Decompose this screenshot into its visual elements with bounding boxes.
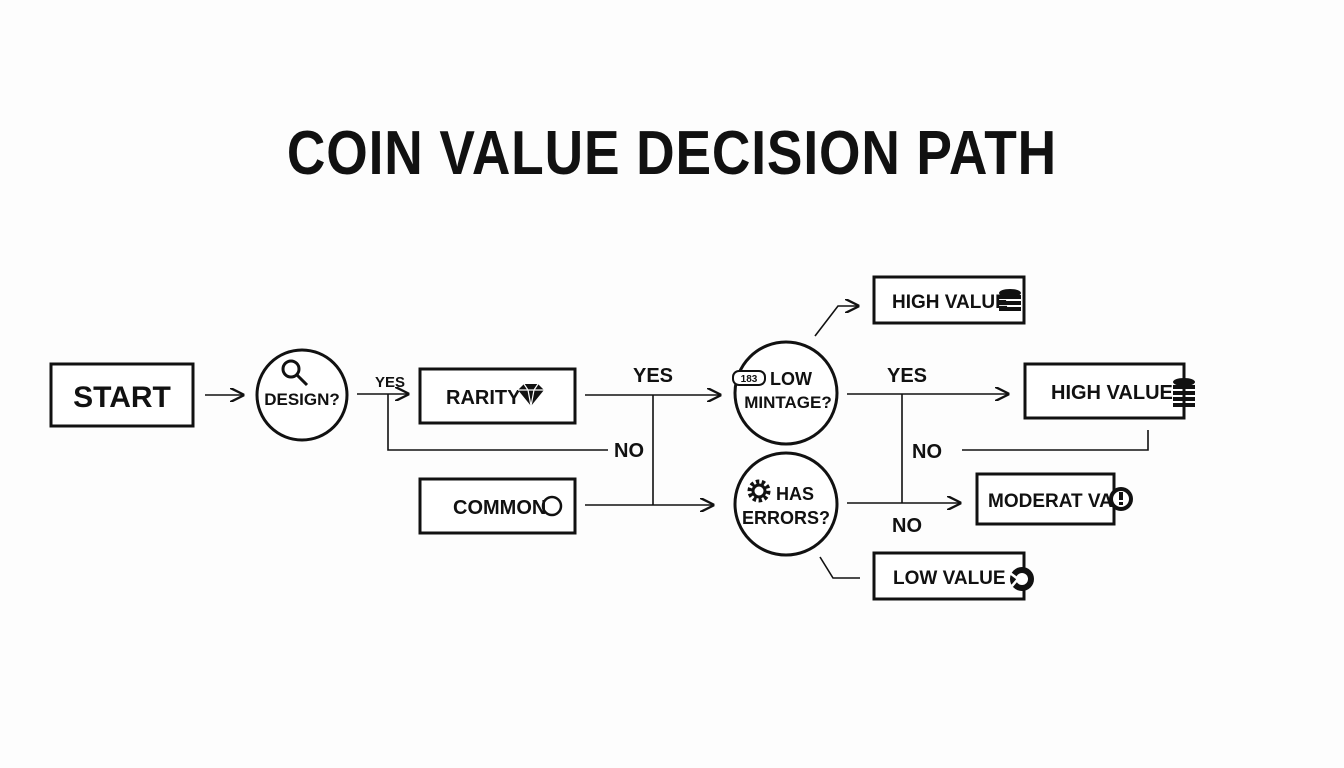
start-node[interactable]: START (49, 362, 195, 428)
common-label: COMMON (453, 497, 546, 519)
edge-label-design-yes: YES (375, 374, 405, 391)
edge-highvalue-no (962, 430, 1149, 451)
low-value-label: LOW VALUE (893, 568, 1006, 589)
low-mintage-label-line2: MINTAGE? (744, 393, 832, 412)
low-value-node[interactable]: LOW VALUE (872, 551, 1034, 601)
edge-label-rarity-yes: YES (633, 365, 673, 387)
edge-errors-lowvalue (819, 556, 860, 579)
diamond-icon (518, 383, 544, 407)
high-value-mid-node[interactable]: HIGH VALUE (1023, 362, 1195, 420)
high-value-mid-label: HIGH VALUE (1051, 382, 1173, 404)
start-label: START (73, 381, 171, 414)
low-mintage-label-line1: LOW (770, 369, 812, 389)
edge-label-errors-no: NO (892, 515, 922, 537)
circle-icon (541, 495, 563, 517)
edge-label-design-no: NO (614, 440, 644, 462)
moderate-value-label: MODERAT VAL (988, 491, 1125, 512)
mintage-badge-number: 183 (741, 374, 758, 385)
coin-stack-icon (999, 289, 1021, 311)
design-label: DESIGN? (264, 390, 340, 409)
high-value-top-node[interactable]: HIGH VALUE (872, 275, 1026, 325)
design-node[interactable]: DESIGN? (255, 348, 349, 442)
coin-stack-icon (1173, 378, 1195, 407)
edge-label-mintage-no: NO (912, 441, 942, 463)
edge-mintage-highvalue-top (814, 306, 858, 337)
broken-coin-icon (1009, 567, 1034, 591)
rarity-label: RARITY (446, 387, 521, 409)
exclamation-icon (1109, 487, 1133, 511)
magnifier-icon (281, 359, 309, 387)
low-mintage-node[interactable]: 183 LOW MINTAGE? (732, 340, 839, 446)
has-errors-node[interactable]: HAS ERRORS? (733, 451, 839, 557)
rarity-node[interactable]: RARITY (418, 367, 577, 425)
edge-design-no (387, 394, 608, 451)
common-node[interactable]: COMMON (418, 477, 577, 535)
edge-labels: YES YES NO YES NO NO (375, 365, 942, 537)
edge-label-mintage-yes: YES (887, 365, 927, 387)
has-errors-label-line1: HAS (776, 484, 814, 504)
has-errors-label-line2: ERRORS? (742, 508, 830, 528)
high-value-top-label: HIGH VALUE (892, 292, 1008, 313)
mintage-badge-icon (732, 370, 766, 386)
diagram-title: COIN VALUE DECISION PATH (286, 119, 1058, 188)
moderate-value-node[interactable]: MODERAT VAL (975, 472, 1133, 526)
edges (205, 306, 1149, 579)
gear-icon (747, 479, 771, 503)
